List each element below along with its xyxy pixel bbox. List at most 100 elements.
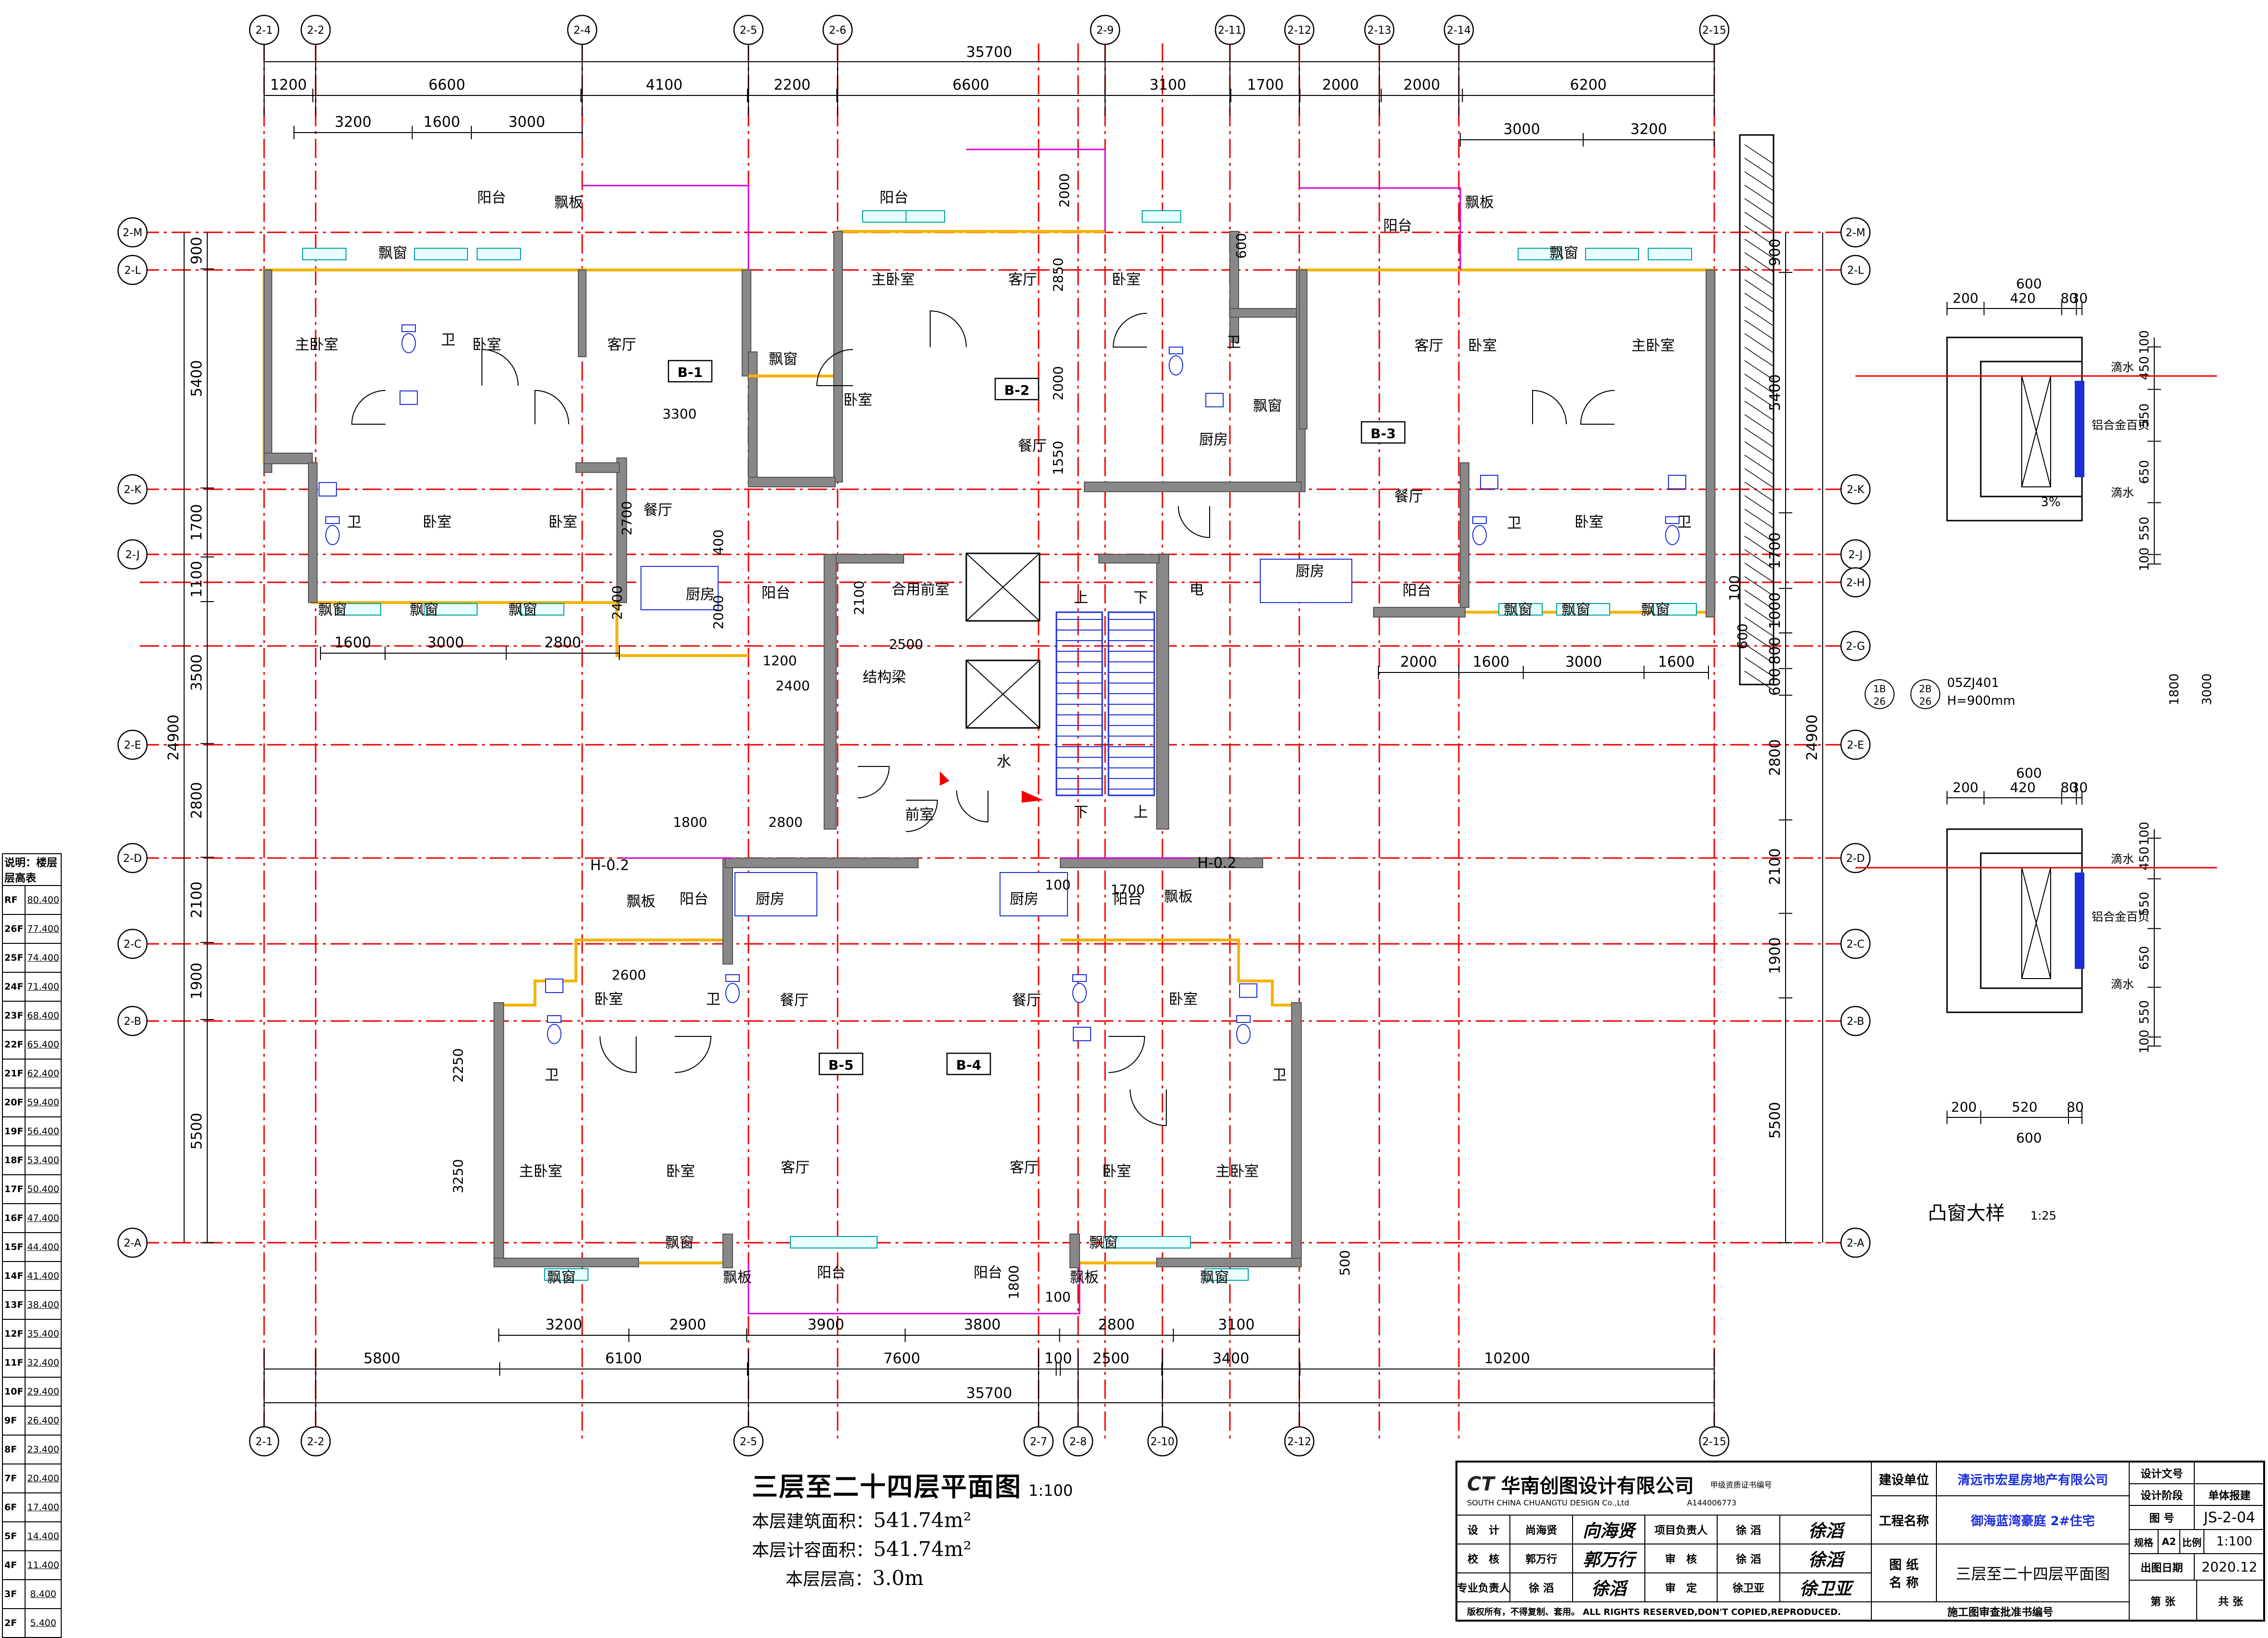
dim-text: 1600 [1473, 654, 1509, 671]
grid-bubble-label: 2-L [1847, 265, 1864, 277]
door-swing [857, 766, 890, 798]
wall [1291, 1002, 1302, 1263]
room-label: 餐厅 [780, 992, 809, 1009]
grid-bubble-label: 2-C [123, 939, 141, 951]
dim-text: 2000 [1400, 654, 1437, 671]
room-label: 下 [1074, 804, 1088, 821]
louver [2075, 381, 2084, 477]
dim-text: 2000 [1050, 366, 1066, 400]
hatch [1744, 617, 1774, 637]
grid-bubble [1840, 843, 1871, 873]
wall [1460, 462, 1469, 608]
hatch [1744, 212, 1774, 232]
room-label: 餐厅 [1394, 488, 1423, 505]
dim-text: 80 [2067, 1099, 2084, 1115]
bay-window [862, 210, 907, 223]
detail-label: 滴水 [2111, 361, 2134, 374]
toilet [1169, 355, 1183, 376]
wall [1706, 269, 1715, 618]
room-label: 水 [997, 753, 1011, 770]
grid-bubble [117, 1227, 148, 1258]
external-wall [1739, 134, 1774, 685]
room-label: 卧室 [472, 336, 501, 353]
room-label: 厨房 [1199, 431, 1228, 448]
far-line: 本层计容面积：541.74m² [752, 1537, 972, 1561]
wall [836, 554, 904, 564]
wall [264, 269, 272, 473]
dim-text: 1700 [1110, 882, 1145, 898]
toilet-tank [325, 516, 340, 524]
dim-text: 600 [1233, 233, 1249, 258]
floor-name: 11F [1, 1348, 26, 1378]
unit-tag: B-2 [1004, 382, 1029, 398]
floor-name: 26F [1, 914, 26, 944]
floor-name: 18F [1, 1145, 26, 1175]
dim-text: 420 [2010, 779, 2036, 795]
dim-text: 2800 [545, 634, 581, 651]
room-label: 下 [1134, 590, 1148, 606]
floor-elevation: 65.400 [25, 1030, 62, 1060]
role-cell: 校 核 [1457, 1544, 1510, 1573]
toilet-tank [725, 974, 740, 982]
room-label: 卫 [347, 514, 361, 531]
dim-text: 2500 [889, 636, 923, 652]
grid-bubble [117, 843, 148, 873]
role-cell: 徐 滔 [1718, 1544, 1780, 1573]
toilet-tank [401, 324, 416, 332]
grid-bubble-label: 2-E [124, 739, 141, 752]
room-label: 厨房 [756, 891, 785, 908]
door-swing [674, 1036, 712, 1073]
room-label: H-0.2 [590, 857, 629, 874]
dim-text: 600 [2016, 765, 2041, 781]
grid-bubble-label: 2-9 [1096, 25, 1114, 37]
floor-elevation: 14.400 [25, 1521, 62, 1551]
room-label: 卧室 [843, 392, 872, 409]
dim-text: 1000 [1767, 592, 1784, 629]
room-label: 飘窗 [1200, 1269, 1229, 1286]
bay-window [1142, 210, 1181, 223]
floor-name: 24F [1, 972, 26, 1002]
bay-window [1204, 1268, 1249, 1281]
hatch [1744, 266, 1774, 286]
floor-elevation: 23.400 [25, 1435, 62, 1464]
door-swing [1580, 390, 1615, 425]
dim-text: 1200 [762, 653, 797, 669]
detail-label: 滴水 [2111, 852, 2134, 866]
hatch [1744, 468, 1774, 488]
dim-text: 2600 [612, 967, 646, 983]
room-label: 卫 [1507, 515, 1521, 532]
wall [264, 453, 313, 464]
dim-text: 400 [710, 529, 726, 555]
floor-name: 10F [1, 1377, 26, 1407]
dim-text: 3250 [450, 1159, 466, 1193]
unit-tag-box [1361, 421, 1406, 444]
unit-tag-box [994, 377, 1040, 401]
door-swing [600, 1036, 637, 1074]
client-name: 清远市宏星房地产有限公司 [1937, 1463, 2130, 1496]
toilet [547, 1024, 561, 1044]
sink [1668, 475, 1686, 489]
grid-bubble-label: 2-7 [1030, 1436, 1047, 1448]
door-swing [956, 790, 988, 823]
room-label: 阳台 [1113, 891, 1142, 908]
floor-name: 23F [1, 1001, 26, 1031]
dim-text: 5500 [1767, 1102, 1784, 1139]
bay-window [414, 248, 468, 260]
dim-text: 80 [2060, 290, 2078, 306]
dim-text: 100 [2137, 547, 2152, 571]
toilet-tank [1169, 347, 1183, 354]
balcony-rail [582, 185, 749, 270]
floor-elevation: 44.400 [25, 1232, 62, 1262]
hatch [1744, 293, 1774, 313]
signature: 郭万行 [1573, 1544, 1645, 1573]
dim-text: 2100 [188, 882, 205, 918]
